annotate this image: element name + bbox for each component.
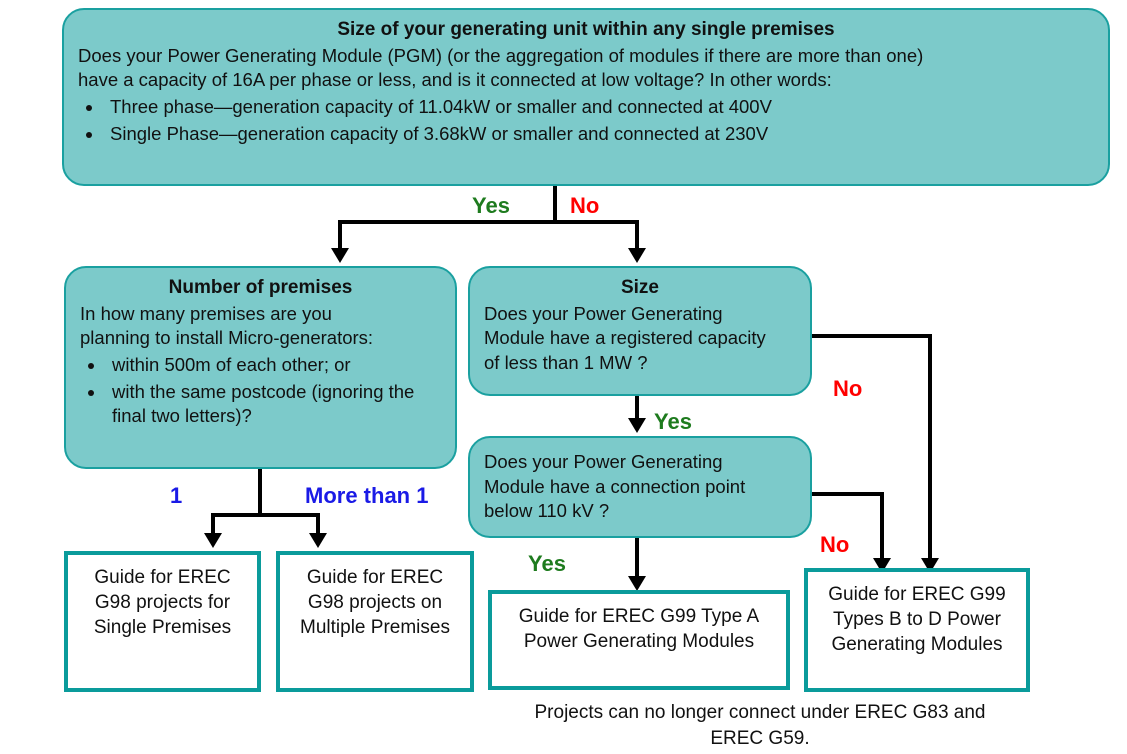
arrowhead-top-no (628, 248, 646, 263)
edge-label-premises-more-than-one: More than 1 (305, 483, 429, 508)
connector-connection-no-vertical (880, 492, 884, 562)
connector-premises-more-drop (316, 513, 320, 535)
node-number-of-premises-title: Number of premises (168, 277, 353, 298)
connector-premises-split-bar (211, 513, 320, 517)
connector-connection-no-horizontal (812, 492, 884, 496)
node-size-premises-line-2: have a capacity of 16A per phase or less… (78, 69, 832, 91)
connector-top-no-drop (635, 220, 639, 250)
connector-premises-one-drop (211, 513, 215, 535)
outcome-g98-multiple-premises[interactable]: Guide for EREC G98 projects on Multiple … (276, 551, 474, 692)
node-size-line-3: of less than 1 MW ? (484, 351, 648, 373)
footer-note: Projects can no longer connect under ERE… (480, 700, 1040, 751)
node-connection-point-line-3: below 110 kV ? (484, 500, 610, 522)
node-number-of-premises-bullets: within 500m of each other; or with the s… (80, 353, 441, 429)
connector-top-yes-drop (338, 220, 342, 250)
node-size-premises-bullet-1: Three phase—generation capacity of 11.04… (104, 95, 1094, 120)
outcome-g99-types-b-to-d[interactable]: Guide for EREC G99 Types B to D Power Ge… (804, 568, 1030, 692)
node-size-within-single-premises[interactable]: Size of your generating unit within any … (62, 8, 1110, 186)
outcome-g99-type-a-line-2: Power Generating Modules (523, 631, 755, 653)
outcome-g98-multiple-line-1: Guide for EREC (306, 567, 444, 588)
outcome-g98-single-line-1: Guide for EREC (94, 567, 231, 588)
node-size-premises-bullets: Three phase—generation capacity of 11.04… (78, 95, 1094, 146)
edge-label-top-no: No (570, 193, 600, 218)
edge-label-size-no: No (833, 376, 863, 401)
arrowhead-top-yes (331, 248, 349, 263)
edge-label-connection-yes: Yes (528, 551, 566, 576)
node-size-title: Size (620, 277, 660, 298)
node-connection-point[interactable]: Does your Power Generating Module have a… (468, 436, 812, 538)
connector-size-no-horizontal (812, 334, 932, 338)
node-size-line-2: Module have a registered capacity (484, 327, 766, 349)
connector-connection-yes (635, 538, 639, 580)
edge-label-size-yes: Yes (654, 409, 692, 434)
footer-note-line-2: EREC G59. (710, 727, 810, 749)
node-number-of-premises-line-2: planning to install Micro-generators: (80, 327, 374, 349)
outcome-g98-single-premises[interactable]: Guide for EREC G98 projects for Single P… (64, 551, 261, 692)
outcome-g99-b-to-d-line-1: Guide for EREC G99 (828, 584, 1006, 605)
outcome-g98-multiple-line-2: G98 projects on (307, 592, 443, 614)
node-size-premises-bullet-2: Single Phase—generation capacity of 3.68… (104, 122, 1094, 147)
node-number-of-premises[interactable]: Number of premises In how many premises … (64, 266, 457, 469)
arrowhead-size-yes (628, 418, 646, 433)
outcome-g98-single-line-3: Single Premises (93, 617, 232, 639)
edge-label-connection-no: No (820, 532, 850, 557)
arrowhead-premises-more (309, 533, 327, 548)
node-number-of-premises-bullet-1: within 500m of each other; or (106, 353, 441, 378)
outcome-g98-multiple-line-3: Multiple Premises (300, 617, 450, 639)
node-number-of-premises-line-1: In how many premises are you (80, 302, 332, 324)
connector-premises-stem (258, 469, 262, 517)
connector-size-no-vertical (928, 334, 932, 562)
arrowhead-premises-one (204, 533, 222, 548)
outcome-g99-type-a-line-1: Guide for EREC G99 Type A (518, 606, 760, 627)
outcome-g98-single-line-2: G98 projects for (94, 592, 231, 614)
arrowhead-connection-yes (628, 576, 646, 591)
edge-label-premises-one: 1 (170, 483, 183, 508)
footer-note-line-1: Projects can no longer connect under ERE… (534, 702, 986, 723)
outcome-g99-b-to-d-line-2: Types B to D Power (833, 609, 1001, 631)
node-connection-point-line-2: Module have a connection point (484, 475, 746, 497)
node-connection-point-line-1: Does your Power Generating (484, 451, 723, 472)
node-size-premises-title: Size of your generating unit within any … (337, 19, 835, 40)
node-size-line-1: Does your Power Generating (484, 302, 723, 324)
node-size[interactable]: Size Does your Power Generating Module h… (468, 266, 812, 396)
connector-size-yes (635, 396, 639, 420)
outcome-g99-b-to-d-line-3: Generating Modules (831, 634, 1003, 656)
connector-top-split-bar (338, 220, 639, 224)
edge-label-top-yes: Yes (472, 193, 510, 218)
node-size-premises-line-1: Does your Power Generating Module (PGM) … (78, 44, 924, 66)
connector-top-stem (553, 186, 557, 222)
node-number-of-premises-bullet-2: with the same postcode (ignoring the fin… (106, 380, 441, 429)
outcome-g99-type-a[interactable]: Guide for EREC G99 Type A Power Generati… (488, 590, 790, 690)
